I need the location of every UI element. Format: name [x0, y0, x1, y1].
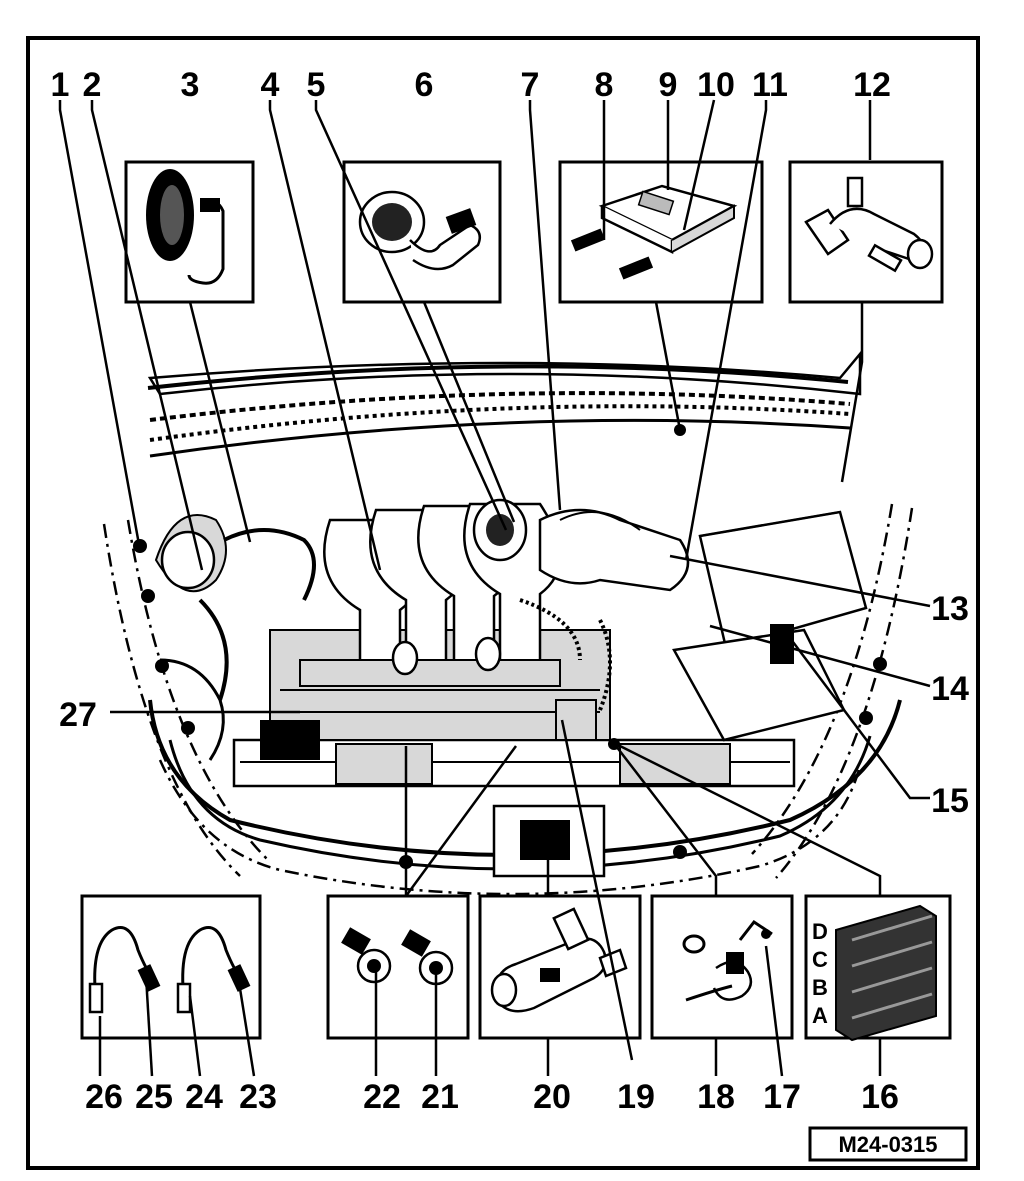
callout-15: 15 [931, 782, 969, 820]
callout-24: 24 [185, 1078, 223, 1116]
coil-letter-d: D [812, 919, 828, 944]
inset-box-9 [558, 160, 764, 304]
coolant-flange-icon [804, 176, 934, 273]
callout-23: 23 [239, 1078, 277, 1116]
inset-box-6 [342, 160, 502, 304]
reference-code-box: M24-0315 [808, 1126, 968, 1162]
callout-2: 2 [83, 66, 102, 104]
inset-box-23-26 [80, 894, 262, 1040]
inset-box-17-18 [650, 894, 794, 1040]
reference-code: M24-0315 [838, 1132, 937, 1157]
inset-box-20 [478, 894, 642, 1040]
callout-16: 16 [861, 1078, 899, 1116]
callout-3: 3 [181, 66, 200, 104]
inset-box-21-22 [326, 894, 470, 1040]
inset-box-16: D C B A [804, 894, 952, 1042]
camshaft-sensor-icon [682, 919, 773, 1002]
callout-6: 6 [415, 66, 434, 104]
engine-bay-illustration [102, 350, 914, 896]
callout-19: 19 [617, 1078, 655, 1116]
callout-8: 8 [595, 66, 614, 104]
callout-14: 14 [931, 670, 969, 708]
callout-7: 7 [521, 66, 540, 104]
callout-13: 13 [931, 590, 969, 628]
callout-22: 22 [363, 1078, 401, 1116]
inset-box-3 [124, 160, 255, 304]
callout-25: 25 [135, 1078, 173, 1116]
pulley-sensor-icon [146, 169, 225, 285]
throttle-body-icon [358, 190, 481, 271]
callout-12: 12 [853, 66, 891, 104]
callout-20: 20 [533, 1078, 571, 1116]
coil-letter-c: C [812, 947, 828, 972]
coil-letter-b: B [812, 975, 828, 1000]
callout-9: 9 [659, 66, 678, 104]
coil-letter-a: A [812, 1003, 828, 1028]
ecm-icon [570, 184, 738, 280]
callout-10: 10 [697, 66, 735, 104]
callout-18: 18 [697, 1078, 735, 1116]
callout-11: 11 [752, 66, 788, 104]
ignition-coil-icon [835, 904, 937, 1042]
callout-21: 21 [421, 1078, 459, 1116]
inset-box-12 [788, 160, 944, 304]
callout-5: 5 [307, 66, 326, 104]
callout-17: 17 [763, 1078, 801, 1116]
inset-leader-lines [98, 945, 882, 1077]
callout-1: 1 [51, 66, 70, 104]
callout-4: 4 [261, 66, 280, 104]
callout-27: 27 [59, 696, 97, 734]
callout-26: 26 [85, 1078, 123, 1116]
fuel-injector-icon [490, 907, 628, 1013]
leader-lines [58, 99, 931, 1061]
